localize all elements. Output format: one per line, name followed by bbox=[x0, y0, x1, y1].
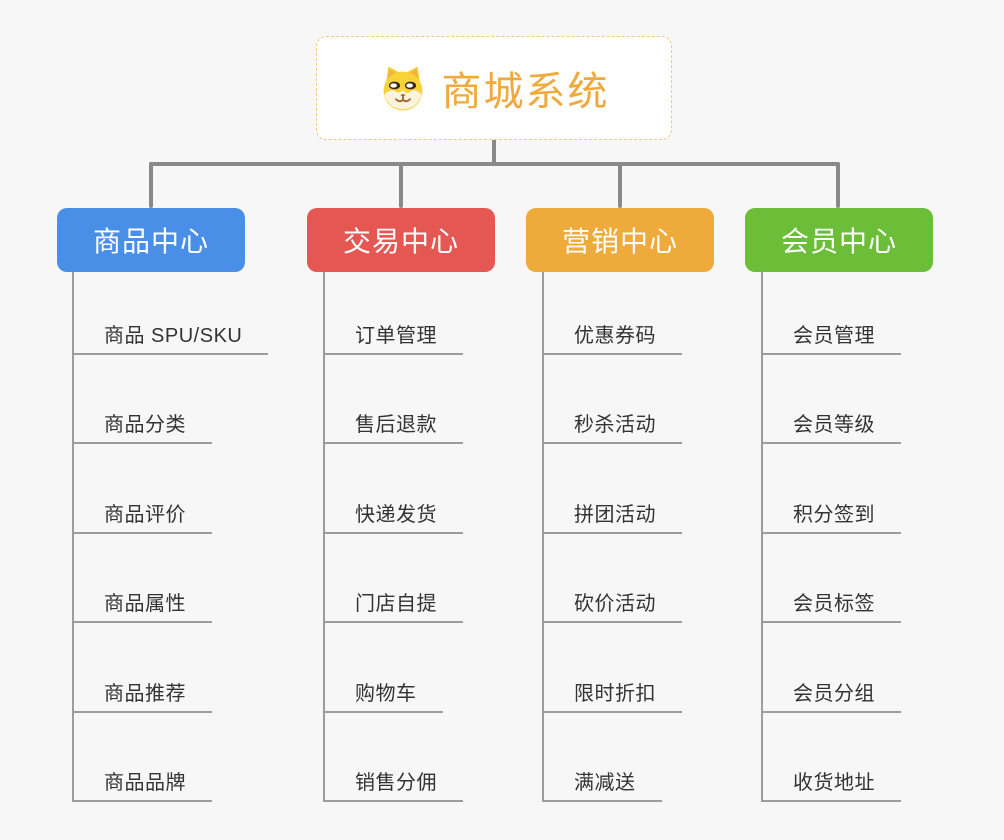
leaf-node[interactable]: 门店自提 bbox=[324, 587, 463, 623]
leaf-node[interactable]: 限时折扣 bbox=[543, 677, 682, 713]
branch-node-label: 交易中心 bbox=[342, 226, 459, 257]
connector-line bbox=[399, 162, 403, 208]
leaf-node[interactable]: 快递发货 bbox=[324, 498, 463, 534]
branch-node-marketing[interactable]: 营销中心 bbox=[526, 208, 714, 272]
leaf-node[interactable]: 满减送 bbox=[543, 766, 662, 802]
branch-node-trade[interactable]: 交易中心 bbox=[307, 208, 495, 272]
leaf-node[interactable]: 订单管理 bbox=[324, 319, 463, 355]
leaf-node[interactable]: 销售分佣 bbox=[324, 766, 463, 802]
branch-node-goods[interactable]: 商品中心 bbox=[57, 208, 245, 272]
leaf-node[interactable]: 售后退款 bbox=[324, 408, 463, 444]
connector-line bbox=[836, 162, 840, 208]
leaf-node[interactable]: 商品属性 bbox=[73, 587, 212, 623]
leaf-node[interactable]: 会员等级 bbox=[762, 408, 901, 444]
leaf-node[interactable]: 拼团活动 bbox=[543, 498, 682, 534]
leaf-node[interactable]: 会员分组 bbox=[762, 677, 901, 713]
connector-line bbox=[542, 272, 544, 802]
leaf-node[interactable]: 商品品牌 bbox=[73, 766, 212, 802]
connector-line bbox=[618, 162, 622, 208]
branch-node-member[interactable]: 会员中心 bbox=[745, 208, 933, 272]
leaf-node[interactable]: 积分签到 bbox=[762, 498, 901, 534]
branch-node-label: 会员中心 bbox=[780, 226, 897, 257]
branch-node-label: 商品中心 bbox=[92, 226, 209, 257]
leaf-node[interactable]: 会员标签 bbox=[762, 587, 901, 623]
connector-line bbox=[761, 272, 763, 802]
root-node-label: 商城系统 bbox=[441, 70, 610, 114]
leaf-node[interactable]: 商品分类 bbox=[73, 408, 212, 444]
connector-line bbox=[323, 272, 325, 802]
leaf-node[interactable]: 购物车 bbox=[324, 677, 443, 713]
branch-node-label: 营销中心 bbox=[561, 226, 678, 257]
connector-line bbox=[149, 162, 153, 208]
leaf-node[interactable]: 商品评价 bbox=[73, 498, 212, 534]
leaf-node[interactable]: 优惠券码 bbox=[543, 319, 682, 355]
leaf-node[interactable]: 商品推荐 bbox=[73, 677, 212, 713]
leaf-node[interactable]: 秒杀活动 bbox=[543, 408, 682, 444]
connector-line bbox=[72, 272, 74, 802]
leaf-node[interactable]: 收货地址 bbox=[762, 766, 901, 802]
connector-line bbox=[149, 162, 840, 166]
leaf-node[interactable]: 会员管理 bbox=[762, 319, 901, 355]
leaf-node[interactable]: 商品 SPU/SKU bbox=[73, 319, 269, 355]
dog-icon bbox=[383, 66, 422, 111]
leaf-node[interactable]: 砍价活动 bbox=[543, 587, 682, 623]
connector-line bbox=[492, 138, 496, 165]
root-node[interactable]: 商城系统 bbox=[316, 36, 672, 140]
